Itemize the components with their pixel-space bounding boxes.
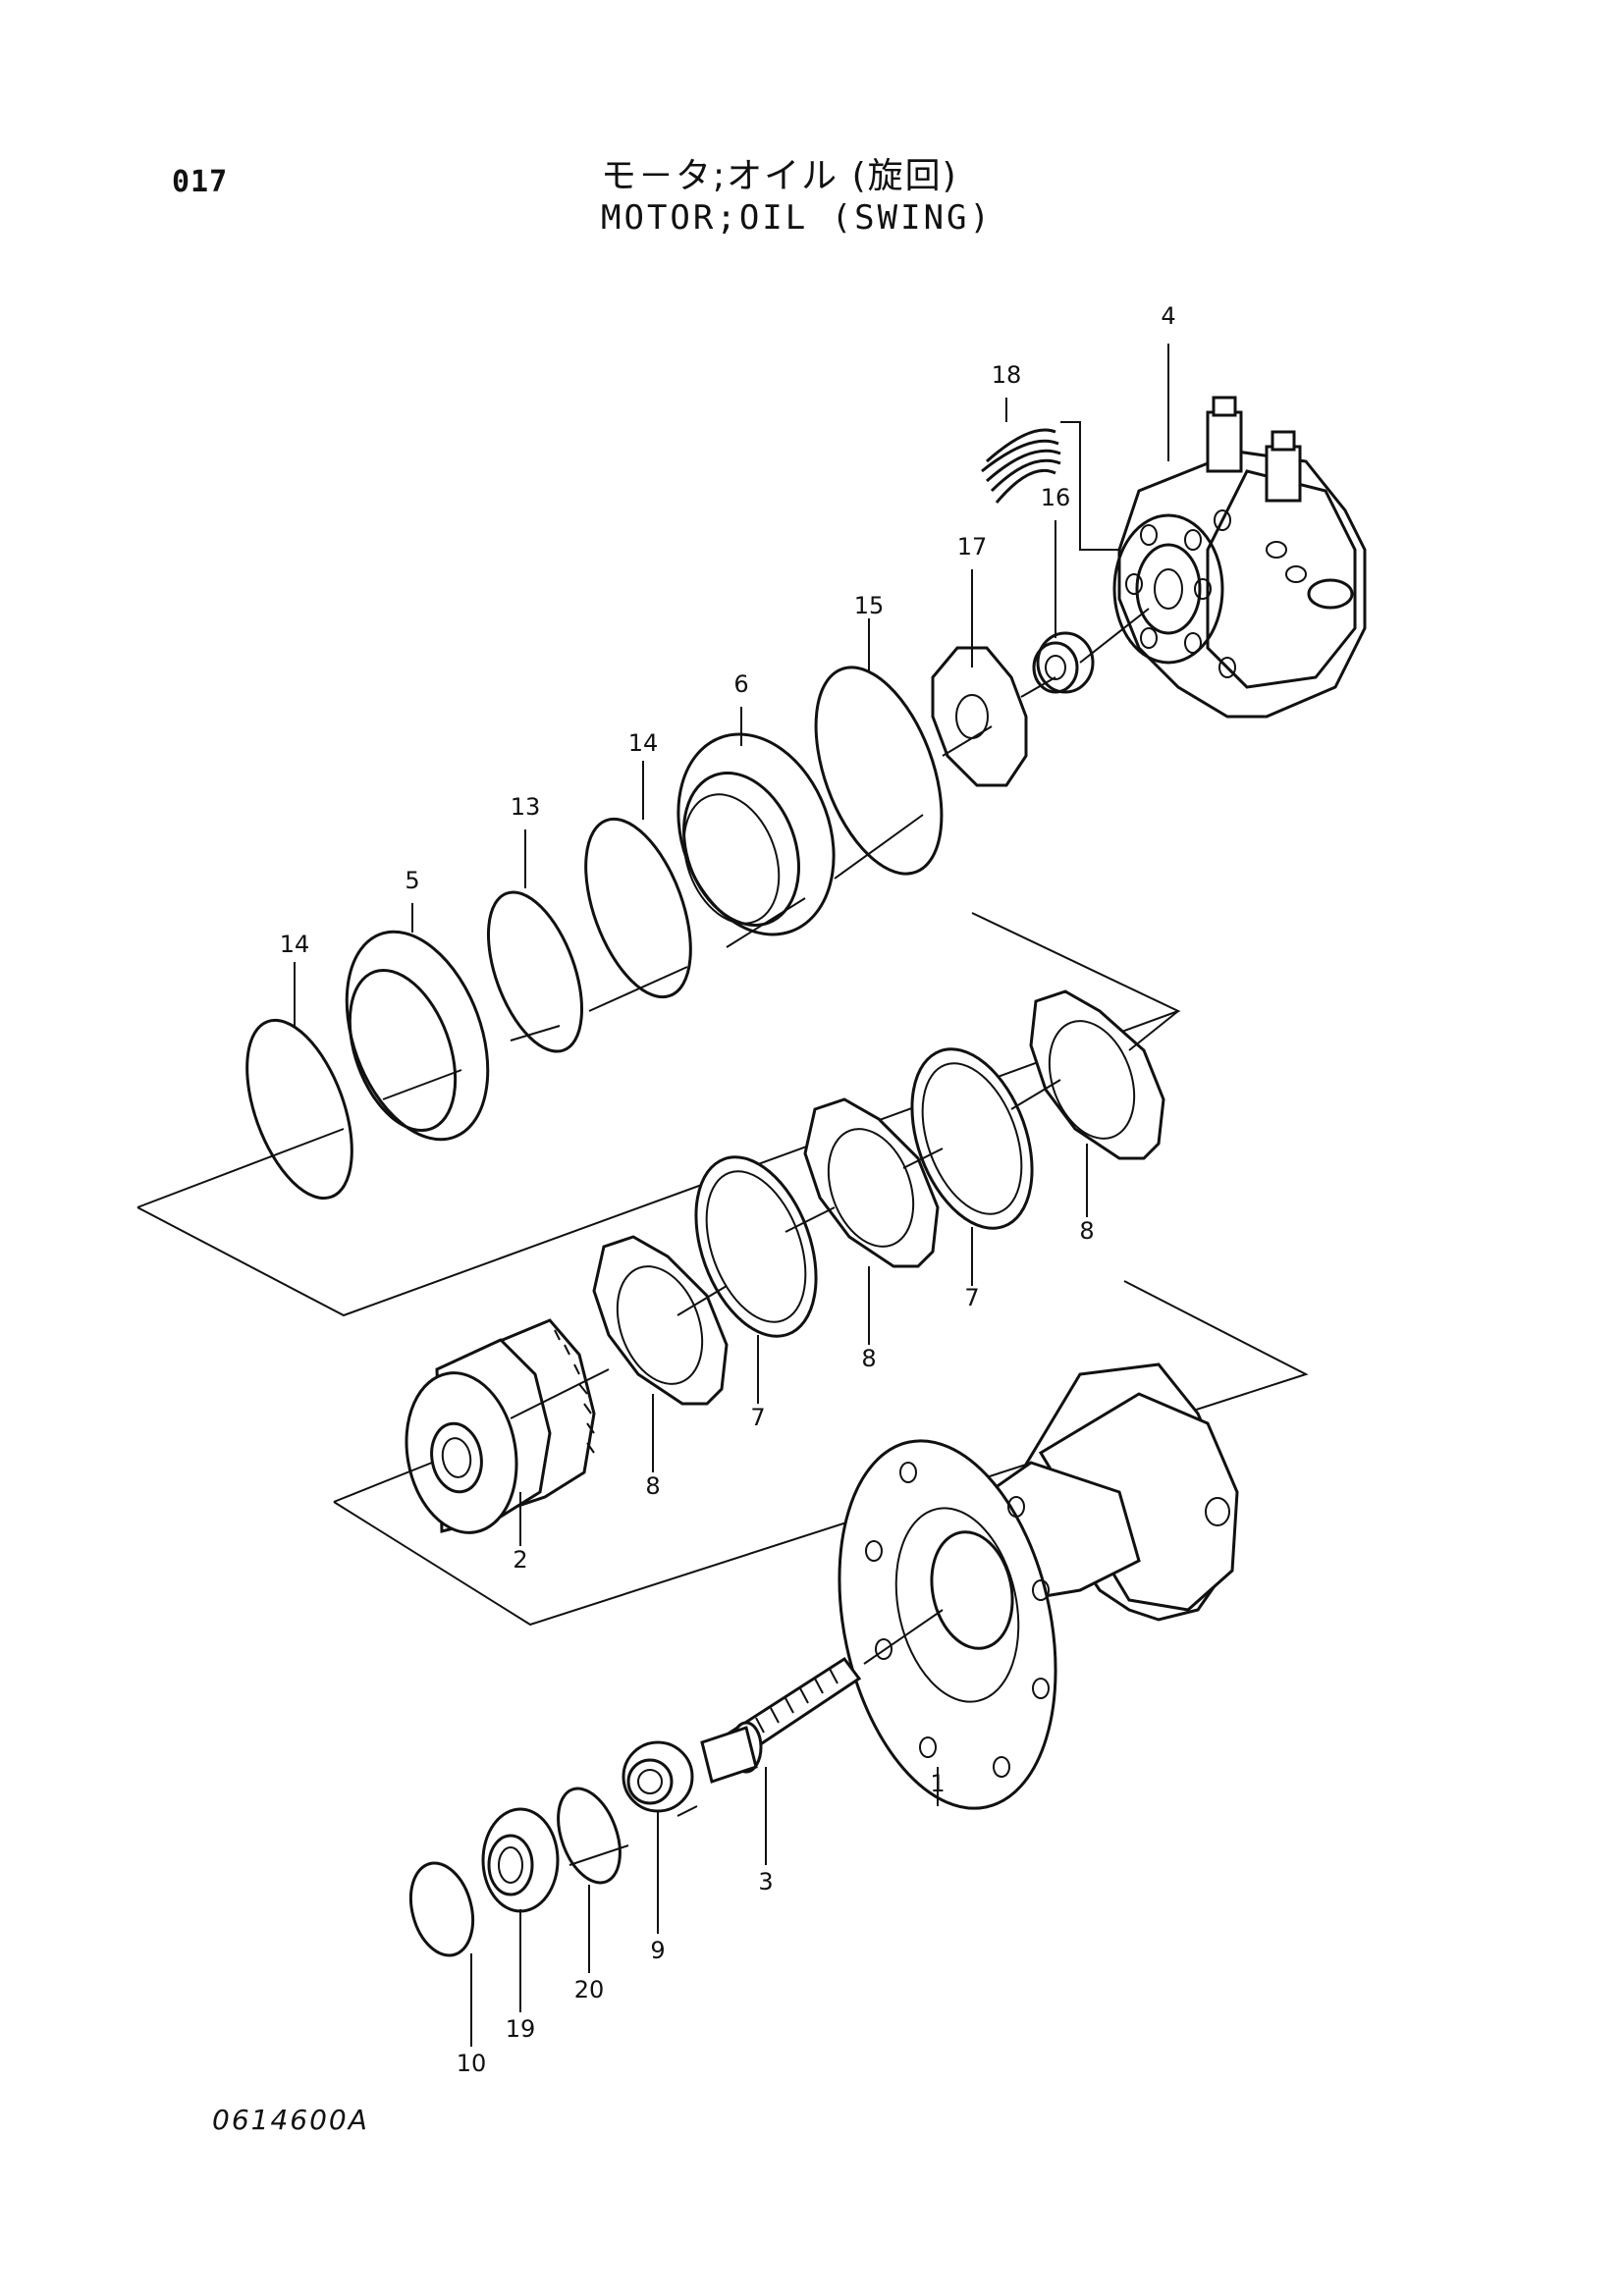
part-7-separator-plate-b [694,1155,818,1338]
part-5-seal-ring [345,930,490,1142]
callout-8-c: 8 [645,1472,660,1500]
part-8-friction-plate-c [592,1235,729,1406]
callout-6: 6 [733,670,748,698]
callout-19: 19 [506,2015,536,2043]
part-14-o-ring-upper [584,817,692,999]
axis-line-upper [136,608,1150,1208]
callout-16: 16 [1041,484,1071,511]
callout-9: 9 [650,1937,665,1964]
callout-1: 1 [930,1770,945,1797]
callout-7-a: 7 [964,1284,979,1311]
title-english: MOTOR;OIL (SWING) [601,198,993,238]
callout-17: 17 [957,533,988,561]
axis-line-middle [333,1010,1179,1503]
title-japanese: モ－タ;オイル (旋回) [601,156,958,196]
bracket-frame-upper [136,912,1181,1317]
callout-labels: 4 18 16 17 15 6 14 13 5 14 8 7 8 7 8 2 1… [280,302,1176,2077]
callout-8-a: 8 [1079,1217,1094,1245]
part-2-cylinder-block [405,1318,596,1534]
callout-4: 4 [1161,302,1175,330]
callout-2: 2 [513,1546,527,1574]
callout-15: 15 [854,592,885,619]
drawing-code: 0614600A [212,2104,369,2136]
part-13-o-ring [486,890,584,1053]
part-8-friction-plate-b [803,1097,940,1268]
callout-14-lower: 14 [280,931,310,958]
callout-18: 18 [992,361,1022,389]
part-14-o-ring-lower [245,1018,353,1201]
part-10-snap-ring [408,1861,475,1957]
part-9-bearing [622,1740,694,1813]
leader-lines [294,344,1169,2047]
callout-14-upper: 14 [628,729,659,757]
part-17-plate [931,646,1028,787]
callout-8-b: 8 [861,1345,876,1372]
part-19-seal [481,1807,560,1913]
part-15-o-ring [814,666,944,876]
callout-10: 10 [457,2050,487,2077]
part-1-housing [838,1362,1239,1810]
part-8-friction-plate-a [1029,989,1165,1160]
part-16-bearing [1032,631,1095,694]
callout-5: 5 [405,867,419,894]
page-number: 017 [172,165,229,199]
part-18-spring [981,421,1119,551]
callout-13: 13 [511,793,541,821]
part-4-valve-casing [1112,396,1367,719]
callout-7-b: 7 [750,1404,765,1431]
callout-20: 20 [574,1976,605,2003]
part-20-o-ring [557,1787,622,1885]
part-3-shaft [700,1656,862,1784]
callout-3: 3 [758,1868,773,1896]
part-6-ring [676,732,836,936]
